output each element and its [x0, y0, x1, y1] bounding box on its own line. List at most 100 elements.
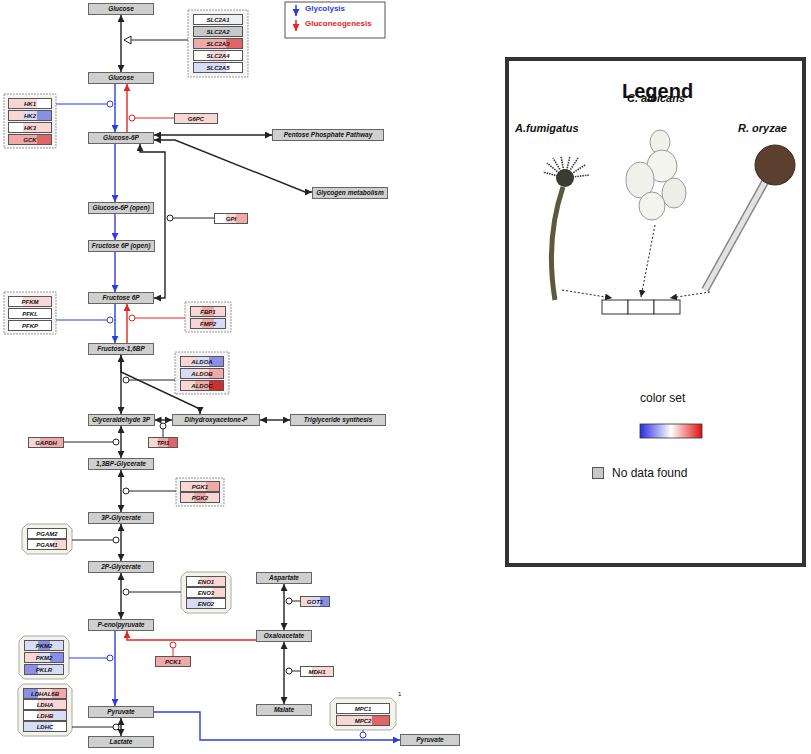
gene-name: GOT1 — [307, 599, 323, 605]
gene-box: PKM2 — [24, 652, 64, 663]
reaction-arrow — [127, 631, 256, 640]
gene-box: ENO2 — [186, 598, 226, 609]
metabolite-name: Glucose-6P — [103, 135, 139, 142]
legend-arrow — [295, 20, 297, 31]
conidiophore-head — [556, 169, 574, 187]
metabolite-name: Glucose — [108, 75, 134, 82]
metabolite-name: P-enolpyruvate — [98, 622, 145, 629]
gene-box: GCK — [8, 134, 52, 145]
enzyme-complex — [181, 572, 231, 613]
legend-text: No data found — [612, 467, 687, 480]
catalysis-line — [72, 727, 113, 728]
metabolite-box: Aspartate — [256, 572, 312, 584]
gene-box: PKLR — [24, 664, 64, 675]
gene-box: PKM2 — [24, 640, 64, 651]
reaction-arrow — [114, 252, 115, 292]
catalysis-circle — [123, 488, 129, 494]
metabolite-box: Glucose — [88, 3, 154, 15]
gene-name: FMP2 — [200, 321, 216, 327]
gene-box: FMP2 — [190, 318, 226, 329]
catalysis-line — [173, 648, 174, 656]
enzyme-group — [4, 292, 56, 334]
metabolite-box: 2P-Glycerate — [88, 561, 154, 573]
metabolite-name: Lactate — [110, 739, 133, 746]
sporangium — [755, 145, 795, 185]
reaction-arrow — [114, 304, 115, 343]
gene-box: FBP1 — [190, 306, 226, 317]
gene-name: MDH1 — [308, 669, 325, 675]
enzyme-group — [188, 10, 248, 77]
catalysis-circle — [107, 317, 113, 323]
reaction-arrow — [114, 214, 115, 240]
gene-name: HK1 — [24, 101, 36, 107]
catalysis-circle — [123, 589, 129, 595]
gene-name: FBP1 — [200, 309, 215, 315]
gene-box: SLC2A1 — [193, 14, 243, 25]
catalysis-circle — [286, 668, 292, 674]
sporangiophore — [705, 182, 765, 290]
gene-box: PGK1 — [180, 481, 220, 492]
catalysis-line — [135, 118, 174, 119]
enzyme-complex — [330, 698, 396, 730]
pointer-arrow — [641, 225, 655, 297]
metabolite-name: Fructose 6P — [102, 295, 139, 302]
gene-box: HK3 — [8, 122, 52, 133]
metabolite-box: Pyruvate — [88, 706, 154, 718]
gene-name: ALDOB — [191, 371, 212, 377]
catalysis-circle — [107, 655, 113, 661]
gene-name: PFKL — [22, 311, 38, 317]
catalysis-line — [72, 540, 113, 541]
gene-name: MPC1 — [355, 706, 372, 712]
gene-name: ALDOA — [191, 359, 212, 365]
catalysis-line — [163, 429, 164, 437]
gene-name: ENO1 — [198, 579, 214, 585]
pointer-arrow — [562, 290, 612, 298]
catalysis-circle — [113, 724, 119, 730]
metabolite-box: Fructose 6P (open) — [88, 240, 155, 252]
catalysis-circle — [167, 215, 173, 221]
metabolite-name: 1,3BP-Glycerate — [96, 461, 146, 468]
metabolite-name: Dihydroxyacetone-P — [185, 417, 248, 424]
gene-box: PGK2 — [180, 492, 220, 503]
yeast-cell — [662, 178, 686, 208]
gene-name: SLC2A3 — [206, 41, 229, 47]
species-name: R. oryzae — [738, 122, 787, 134]
gene-name: SLC2A5 — [206, 65, 229, 71]
reaction-arrow — [126, 304, 127, 343]
pointer-arrow — [670, 292, 710, 298]
gene-name: PGK2 — [192, 495, 208, 501]
enzyme-complex — [22, 524, 72, 554]
gene-name: PFKP — [22, 323, 38, 329]
reaction-arrow — [155, 419, 173, 420]
gene-name: PFKM — [22, 299, 39, 305]
gene-name: G6PC — [188, 116, 204, 122]
conidiophore-stalk — [551, 187, 563, 300]
metabolite-name: Glycogen metabolism — [316, 190, 384, 197]
metabolite-box: Pentose Phosphate Pathway — [272, 129, 384, 141]
reaction-arrow — [126, 84, 127, 132]
gene-name: GCK — [23, 137, 36, 143]
reaction-arrow — [154, 140, 312, 192]
gene-box: HK1 — [8, 98, 52, 109]
metabolite-box: Glyceraldehyde 3P — [88, 414, 155, 426]
metabolite-box: Pyruvate — [400, 734, 460, 746]
yeast-cell — [639, 192, 665, 220]
metabolite-box: Glucose — [88, 72, 154, 84]
gene-box: MDH1 — [300, 666, 334, 677]
metabolite-name: Pyruvate — [416, 737, 443, 744]
catalysis-circle — [170, 642, 176, 648]
legend-text: color set — [640, 392, 685, 405]
gene-box: LDHC — [23, 721, 67, 732]
catalysis-line — [292, 601, 300, 602]
species-name: A.fumigatus — [515, 122, 579, 134]
catalysis-line — [129, 491, 176, 492]
gene-box: TPI1 — [148, 437, 178, 448]
metabolite-box: 1,3BP-Glycerate — [88, 458, 154, 470]
gene-name: GAPDH — [35, 440, 57, 446]
reaction-arrow — [154, 712, 400, 740]
legend-panel — [507, 59, 804, 565]
reaction-arrow — [120, 524, 121, 561]
gene-box: LDHAL6B — [23, 688, 67, 699]
